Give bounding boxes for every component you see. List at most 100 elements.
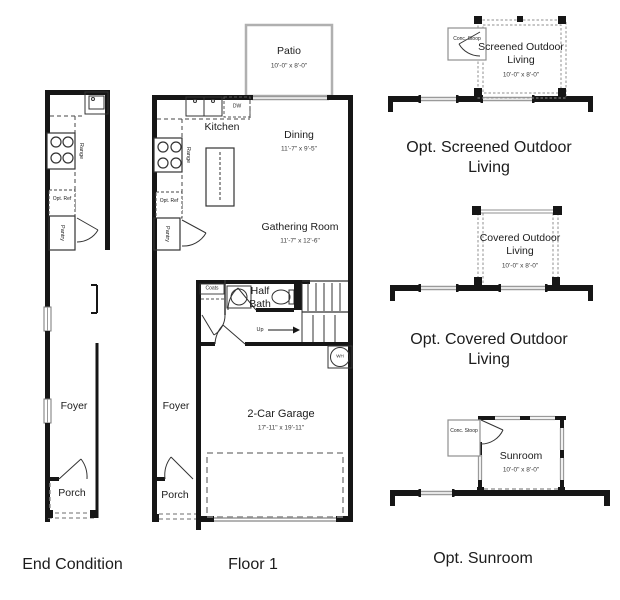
gathering-label: Gathering Room: [261, 221, 339, 234]
wall: [152, 95, 157, 522]
wall: [348, 95, 353, 522]
wall: [196, 280, 201, 530]
garage-door-opening: [214, 517, 336, 522]
patio-label: Patio: [277, 45, 301, 58]
wall: [91, 284, 99, 518]
pantry-label: Pantry: [164, 226, 170, 242]
wall: [390, 490, 610, 496]
porch-outline: [159, 513, 196, 520]
wall: [588, 96, 593, 112]
caption-covered: Opt. Covered Outdoor Living: [410, 331, 568, 368]
open-side: [477, 213, 559, 285]
screened-room-dims: 10'-0" x 8'-0": [502, 71, 540, 79]
porch-post: [152, 514, 159, 522]
wall: [196, 280, 310, 284]
porch-outline: [48, 483, 97, 519]
ec-pantry-label: Pantry: [59, 225, 65, 241]
up-arrow: [268, 326, 300, 334]
front-door: [58, 458, 88, 480]
sunroom-door: [480, 419, 504, 445]
bath-wall: [256, 308, 294, 312]
wall: [388, 96, 393, 112]
front-door: [164, 456, 194, 480]
post: [552, 277, 560, 285]
screened-stoop-label: Conc. Stoop: [453, 36, 481, 42]
gathering-dims: 11'-7" x 12'-6": [280, 237, 320, 245]
bath-door: [227, 287, 257, 311]
caption-sunroom: Opt. Sunroom: [433, 550, 533, 567]
kitchen-sink-icon: [185, 96, 223, 117]
screened-room-label: Screened Outdoor Living: [478, 41, 564, 66]
screened-drawing: [388, 16, 593, 112]
water-heater-icon: [327, 345, 353, 369]
door-jamb: [250, 95, 253, 100]
caption-end-condition: End Condition: [22, 556, 123, 573]
half-bath-label: Half Bath: [249, 285, 271, 310]
refrigerator: [155, 191, 183, 219]
ec-opt-ref-label: Opt. Ref: [52, 196, 72, 202]
sunroom-drawing: [390, 414, 610, 506]
caption-screened: Opt. Screened Outdoor Living: [406, 139, 572, 176]
covered-drawing: [390, 206, 593, 301]
bath-wall: [294, 280, 302, 310]
stoop-outline: [447, 27, 487, 61]
window: [418, 284, 459, 292]
foyer-label: Foyer: [162, 400, 190, 413]
post: [517, 16, 523, 22]
window: [43, 398, 52, 424]
post: [472, 206, 481, 215]
wall: [390, 490, 395, 506]
patio-dims: 10'-0" x 8'-0": [270, 62, 308, 70]
ec-range-label: Range: [78, 142, 84, 160]
wall: [329, 95, 353, 100]
range-icon: [46, 132, 76, 170]
end-condition-drawing: [43, 90, 110, 522]
roof-edge: [474, 209, 562, 214]
garage-dims: 17'-11" x 19'-11": [257, 424, 305, 432]
wall: [45, 331, 50, 399]
closet-door: [201, 314, 226, 336]
window: [43, 306, 52, 332]
window: [498, 284, 548, 292]
patio-door: [252, 95, 329, 101]
post: [553, 206, 562, 215]
caption-floor1: Floor 1: [228, 556, 278, 573]
patio-outline: [244, 23, 334, 98]
up-label: Up: [256, 326, 264, 333]
garage-door-dashed: [206, 452, 344, 518]
garage-entry-door: [214, 324, 246, 345]
refrigerator: [48, 189, 76, 217]
wall: [390, 285, 593, 291]
porch-post: [90, 510, 98, 518]
wall: [45, 90, 50, 307]
kitchen-sink-icon: [84, 91, 109, 115]
window: [476, 455, 484, 480]
wall: [157, 477, 165, 481]
wall: [201, 342, 215, 346]
post: [474, 88, 482, 96]
wall: [45, 477, 59, 481]
dining-label: Dining: [284, 129, 314, 142]
wall: [201, 516, 214, 522]
coats-label: Coats: [205, 285, 219, 292]
range-icon: [153, 137, 183, 173]
ec-porch-label: Porch: [58, 487, 86, 500]
window: [418, 95, 459, 103]
covered-room-label: Covered Outdoor Living: [479, 232, 561, 257]
wall: [105, 90, 110, 250]
wall: [588, 285, 593, 301]
door-jamb: [327, 95, 330, 100]
dining-dims: 11'-7" x 9'-5": [281, 145, 317, 153]
range-label: Range: [185, 146, 191, 164]
post: [474, 16, 482, 24]
porch-post: [45, 510, 53, 518]
wall: [45, 90, 110, 95]
window: [495, 414, 555, 422]
pantry-door: [76, 217, 99, 243]
stairs: [301, 283, 348, 342]
sunroom-room-label: Sunroom: [499, 450, 543, 463]
dw-label: DW: [232, 103, 242, 110]
coats-shelf: [199, 283, 225, 295]
